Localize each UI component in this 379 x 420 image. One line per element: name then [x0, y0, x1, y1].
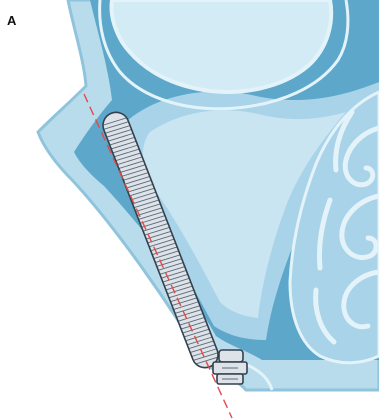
panel-label: A [7, 13, 16, 28]
